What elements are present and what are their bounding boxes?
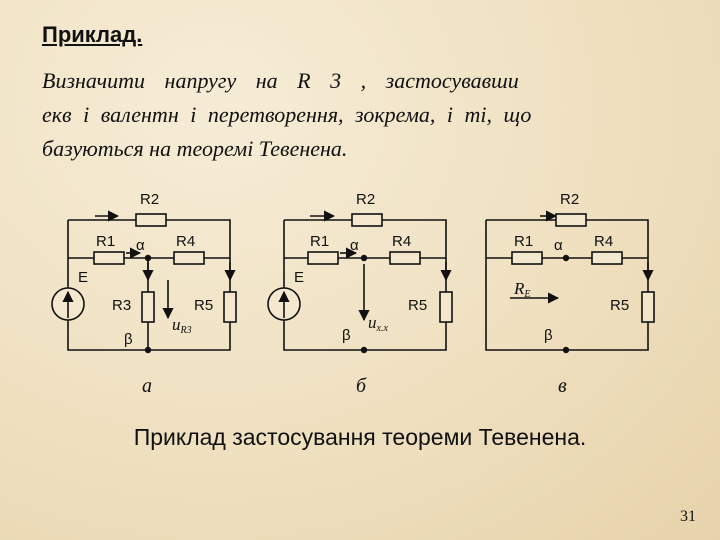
circuit-b (283, 210, 452, 351)
circuit-c (485, 210, 654, 351)
figure-caption: Приклад застосування теореми Тевенена. (133, 424, 587, 450)
label-e-b: E (294, 269, 304, 286)
node-alpha-c (562, 254, 570, 262)
label-r4-c: R4 (594, 233, 613, 250)
label-e-a: E (78, 269, 88, 286)
task-line-1: Визначити напругу на R 3 , застосувавши (42, 68, 519, 93)
label-re-c: RE (513, 279, 531, 300)
resistor-r4-b (389, 251, 421, 265)
label-r2-a: R2 (140, 191, 159, 208)
label-r3-a: R3 (112, 297, 131, 314)
label-r2-c: R2 (560, 191, 579, 208)
resistor-r3-a (141, 291, 155, 323)
resistor-r1-b (307, 251, 339, 265)
task-line-3: базуються на теоремі Тевенена. (42, 136, 348, 161)
label-r4-a: R4 (176, 233, 195, 250)
page-number: 31 (680, 508, 696, 525)
label-voltage-b: uх.х (368, 313, 388, 334)
label-r1-c: R1 (514, 233, 533, 250)
resistor-r5-c (641, 291, 655, 323)
resistor-r2-b (351, 213, 383, 227)
resistor-r1-c (511, 251, 543, 265)
task-text: Визначити напругу на R 3 , застосувавши … (42, 64, 720, 166)
label-beta-a: β (124, 331, 133, 348)
resistor-r4-a (173, 251, 205, 265)
node-beta-b (360, 346, 368, 354)
resistor-r5-a (223, 291, 237, 323)
node-beta-a (144, 346, 152, 354)
caption-letter-b: б (356, 375, 367, 397)
label-r5-c: R5 (610, 297, 629, 314)
label-r1-a: R1 (96, 233, 115, 250)
circuit-diagrams: R2 R1 α R4 E R3 R5 β uR3 а R2 R1 α R4 E … (0, 180, 720, 400)
resistor-r2-c (555, 213, 587, 227)
voltage-source-a (51, 287, 85, 321)
node-beta-c (562, 346, 570, 354)
voltage-source-b (267, 287, 301, 321)
label-r5-b: R5 (408, 297, 427, 314)
resistor-r2-a (135, 213, 167, 227)
circuit-a (67, 210, 236, 351)
caption-letter-a: а (142, 375, 152, 397)
resistor-r1-a (93, 251, 125, 265)
label-alpha-b: α (350, 237, 359, 254)
label-r2-b: R2 (356, 191, 375, 208)
label-alpha-a: α (136, 237, 145, 254)
node-alpha-b (360, 254, 368, 262)
label-r5-a: R5 (194, 297, 213, 314)
label-beta-b: β (342, 327, 351, 344)
label-voltage-a: uR3 (172, 315, 192, 336)
node-alpha-a (144, 254, 152, 262)
label-alpha-c: α (554, 237, 563, 254)
task-line-2: екв і валентн і перетворення, зокрема, і… (42, 102, 532, 127)
label-beta-c: β (544, 327, 553, 344)
slide-title: Приклад. (42, 22, 143, 47)
label-r1-b: R1 (310, 233, 329, 250)
caption-letter-c: в (558, 375, 567, 397)
resistor-r4-c (591, 251, 623, 265)
label-r4-b: R4 (392, 233, 411, 250)
resistor-r5-b (439, 291, 453, 323)
